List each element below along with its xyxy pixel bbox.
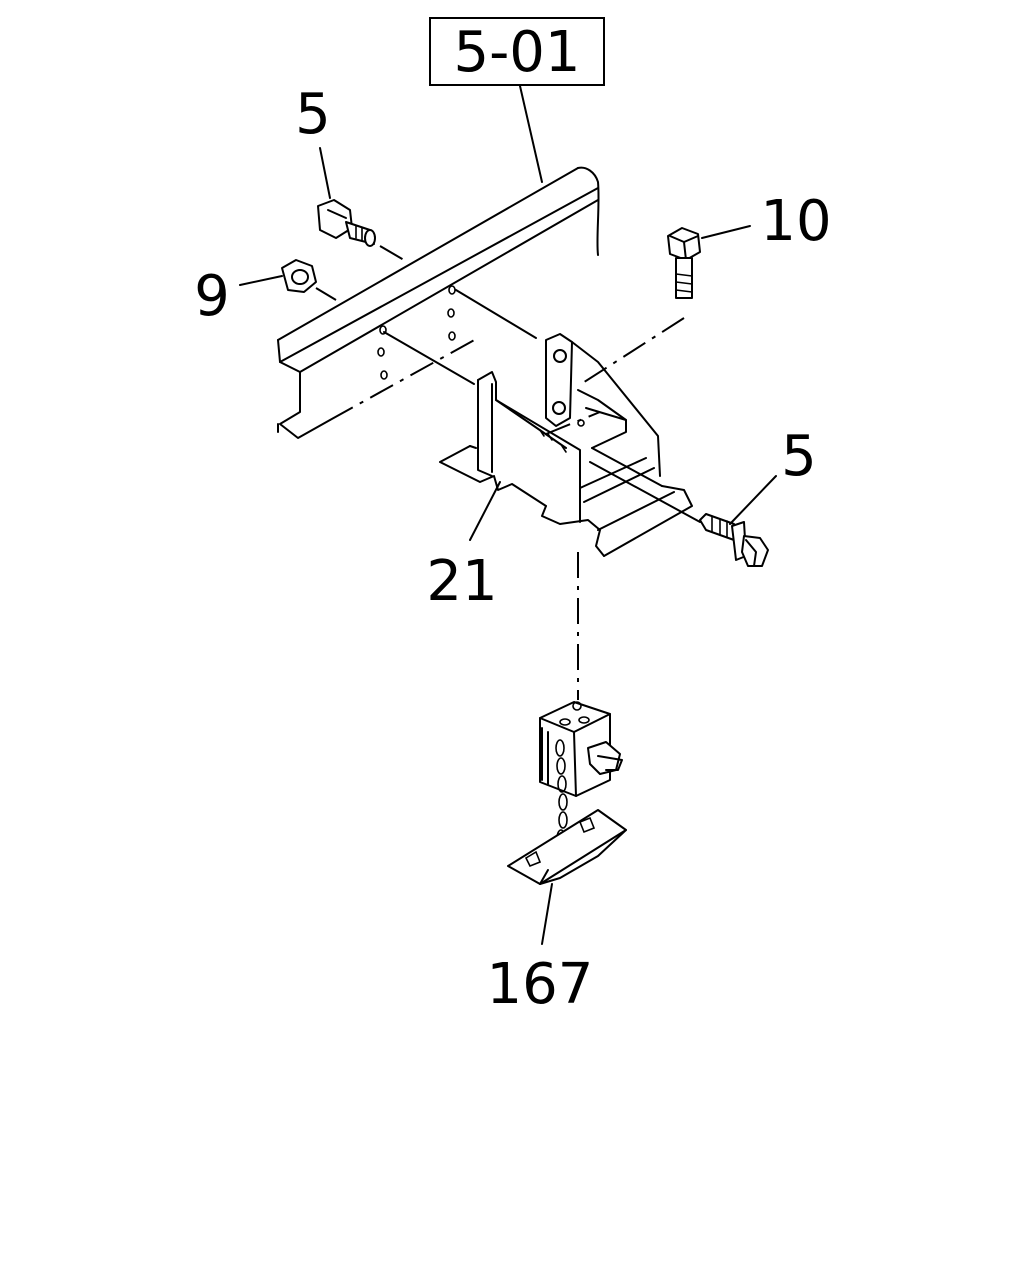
callout-nut: 9 — [194, 264, 230, 329]
leader-nut — [239, 275, 283, 286]
reference-leader — [519, 85, 543, 183]
callout-hex-bolt: 10 — [760, 189, 831, 254]
leader-bolt-right — [729, 475, 777, 525]
axis-hole-lower — [383, 331, 475, 385]
hitch-block-assembly[interactable] — [507, 701, 627, 885]
axis-bolt-right — [589, 461, 701, 523]
flange-nut[interactable] — [281, 259, 317, 293]
axis-nut — [315, 287, 337, 301]
frame-rail[interactable] — [277, 166, 600, 439]
callout-bracket: 21 — [426, 549, 497, 614]
mounting-bracket[interactable] — [439, 333, 693, 557]
callout-hitch-block: 167 — [487, 952, 594, 1017]
leader-bolt-top-left — [319, 147, 331, 199]
callout-bolt-top-left: 5 — [295, 82, 331, 147]
axis-hex-bolt — [577, 317, 685, 387]
leader-hex-bolt — [701, 225, 751, 239]
flange-bolt-top-left[interactable] — [317, 199, 376, 247]
reference-box[interactable]: 5-01 — [429, 17, 605, 86]
flange-bolt-right[interactable] — [699, 513, 769, 567]
leader-bracket — [469, 481, 501, 541]
callout-bolt-right: 5 — [781, 424, 817, 489]
axis-hole-upper — [455, 289, 537, 339]
leader-hitch-block — [541, 883, 553, 945]
reference-label: 5-01 — [453, 20, 580, 85]
axis-bolt-top-left — [379, 245, 405, 261]
hex-bolt-top-right[interactable] — [667, 227, 701, 299]
